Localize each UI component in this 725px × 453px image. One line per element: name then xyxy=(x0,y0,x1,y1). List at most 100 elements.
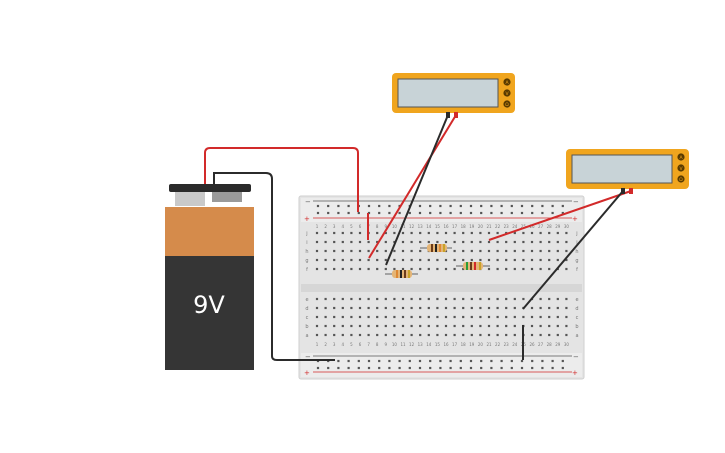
breadboard-hole[interactable] xyxy=(548,315,551,319)
breadboard-hole[interactable] xyxy=(436,240,439,244)
breadboard-hole[interactable] xyxy=(341,333,344,337)
breadboard-hole[interactable] xyxy=(453,297,456,301)
breadboard-hole[interactable] xyxy=(522,231,525,235)
breadboard-hole[interactable] xyxy=(459,204,462,208)
breadboard-hole[interactable] xyxy=(436,267,439,271)
breadboard-hole[interactable] xyxy=(419,333,422,337)
breadboard-hole[interactable] xyxy=(384,258,387,262)
breadboard-hole[interactable] xyxy=(410,306,413,310)
breadboard-hole[interactable] xyxy=(388,359,391,363)
breadboard-hole[interactable] xyxy=(350,231,353,235)
battery-9v[interactable]: 9V xyxy=(165,184,254,370)
breadboard-hole[interactable] xyxy=(531,359,534,363)
breadboard-hole[interactable] xyxy=(367,333,370,337)
breadboard-hole[interactable] xyxy=(565,258,568,262)
breadboard-hole[interactable] xyxy=(401,249,405,253)
breadboard-hole[interactable] xyxy=(510,359,513,363)
breadboard-hole[interactable] xyxy=(315,297,319,301)
breadboard-hole[interactable] xyxy=(551,366,554,370)
breadboard-hole[interactable] xyxy=(439,366,442,370)
breadboard-hole[interactable] xyxy=(551,204,554,208)
breadboard-hole[interactable] xyxy=(347,366,350,370)
breadboard-hole[interactable] xyxy=(376,306,379,310)
breadboard-hole[interactable] xyxy=(357,211,360,215)
breadboard-hole[interactable] xyxy=(333,258,336,262)
breadboard-hole[interactable] xyxy=(393,315,396,319)
breadboard-hole[interactable] xyxy=(358,324,362,328)
breadboard-hole[interactable] xyxy=(453,258,456,262)
breadboard-hole[interactable] xyxy=(384,315,387,319)
breadboard-hole[interactable] xyxy=(496,297,499,301)
breadboard-hole[interactable] xyxy=(418,359,422,363)
breadboard-hole[interactable] xyxy=(316,211,320,215)
breadboard-hole[interactable] xyxy=(505,258,508,262)
breadboard-hole[interactable] xyxy=(496,315,499,319)
breadboard-hole[interactable] xyxy=(315,333,319,337)
breadboard-hole[interactable] xyxy=(490,204,493,208)
breadboard-hole[interactable] xyxy=(556,315,559,319)
breadboard-hole[interactable] xyxy=(444,258,448,262)
breadboard-hole[interactable] xyxy=(541,204,544,208)
breadboard-hole[interactable] xyxy=(315,249,319,253)
breadboard-hole[interactable] xyxy=(449,366,452,370)
breadboard-hole[interactable] xyxy=(337,366,340,370)
breadboard-hole[interactable] xyxy=(376,231,379,235)
breadboard-hole[interactable] xyxy=(367,267,370,271)
breadboard-hole[interactable] xyxy=(427,315,430,319)
breadboard-hole[interactable] xyxy=(530,240,534,244)
breadboard-hole[interactable] xyxy=(358,297,362,301)
breadboard-hole[interactable] xyxy=(401,333,405,337)
breadboard-hole[interactable] xyxy=(548,258,551,262)
breadboard-hole[interactable] xyxy=(324,297,327,301)
breadboard-hole[interactable] xyxy=(316,366,320,370)
breadboard-hole[interactable] xyxy=(401,315,405,319)
breadboard-hole[interactable] xyxy=(444,315,448,319)
breadboard-hole[interactable] xyxy=(453,306,456,310)
breadboard-hole[interactable] xyxy=(347,204,350,208)
breadboard-hole[interactable] xyxy=(462,249,465,253)
breadboard-hole[interactable] xyxy=(469,204,473,208)
breadboard-hole[interactable] xyxy=(324,231,327,235)
breadboard-hole[interactable] xyxy=(453,267,456,271)
breadboard-hole[interactable] xyxy=(358,258,362,262)
breadboard-hole[interactable] xyxy=(384,324,387,328)
breadboard-hole[interactable] xyxy=(496,249,499,253)
breadboard-hole[interactable] xyxy=(513,324,516,328)
breadboard-hole[interactable] xyxy=(539,315,542,319)
multimeter-knob[interactable] xyxy=(677,164,685,172)
breadboard-hole[interactable] xyxy=(429,366,432,370)
breadboard-hole[interactable] xyxy=(350,324,353,328)
breadboard-hole[interactable] xyxy=(565,267,568,271)
breadboard-hole[interactable] xyxy=(376,258,379,262)
breadboard-hole[interactable] xyxy=(350,258,353,262)
breadboard-hole[interactable] xyxy=(505,249,508,253)
breadboard-hole[interactable] xyxy=(510,211,513,215)
breadboard-hole[interactable] xyxy=(358,249,362,253)
breadboard-hole[interactable] xyxy=(551,359,554,363)
meter2-red-lead[interactable] xyxy=(488,190,632,241)
breadboard-hole[interactable] xyxy=(315,240,319,244)
breadboard-hole[interactable] xyxy=(490,211,493,215)
breadboard-hole[interactable] xyxy=(513,315,516,319)
resistor[interactable] xyxy=(385,270,418,278)
breadboard-hole[interactable] xyxy=(398,366,401,370)
breadboard-hole[interactable] xyxy=(337,211,340,215)
breadboard-hole[interactable] xyxy=(444,306,448,310)
breadboard-hole[interactable] xyxy=(480,211,483,215)
breadboard-hole[interactable] xyxy=(410,267,413,271)
breadboard-hole[interactable] xyxy=(358,333,362,337)
breadboard-hole[interactable] xyxy=(358,240,362,244)
breadboard-hole[interactable] xyxy=(505,231,508,235)
wire-battery-positive[interactable] xyxy=(204,147,359,212)
breadboard-hole[interactable] xyxy=(401,240,405,244)
breadboard-hole[interactable] xyxy=(341,240,344,244)
breadboard-hole[interactable] xyxy=(469,359,473,363)
breadboard-hole[interactable] xyxy=(393,306,396,310)
breadboard-hole[interactable] xyxy=(350,297,353,301)
breadboard-hole[interactable] xyxy=(358,306,362,310)
breadboard-hole[interactable] xyxy=(341,324,344,328)
breadboard-hole[interactable] xyxy=(539,333,542,337)
breadboard-hole[interactable] xyxy=(510,366,513,370)
breadboard-hole[interactable] xyxy=(462,258,465,262)
breadboard-hole[interactable] xyxy=(410,240,413,244)
